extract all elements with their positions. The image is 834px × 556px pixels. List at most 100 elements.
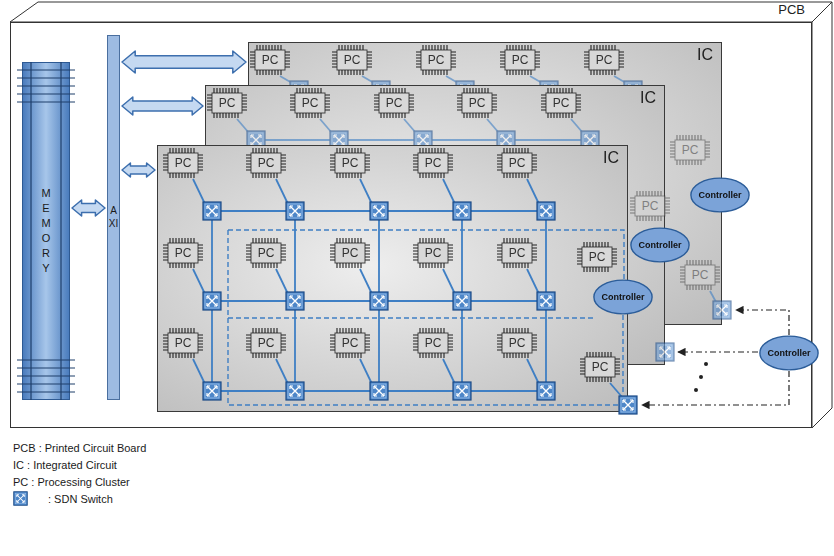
processing-cluster: PC: [331, 44, 373, 76]
memory-bank: MEMORY: [22, 62, 70, 400]
chip-body: [675, 140, 705, 160]
legend-item: : SDN Switch: [13, 490, 146, 507]
sdn-switch: [370, 382, 388, 400]
cluster-label: PC: [425, 336, 442, 350]
chip-pins: [413, 328, 453, 358]
network-link: [360, 179, 372, 204]
network-link: [276, 269, 288, 294]
controller-label: Controller: [698, 190, 741, 200]
chip-body: [251, 333, 281, 353]
cluster-label: PC: [342, 336, 359, 350]
chip-pins: [207, 88, 247, 118]
sdn-switch: [286, 202, 304, 220]
sdn-switch: [656, 343, 674, 361]
memory-line: [17, 62, 75, 400]
processing-cluster: PC: [415, 44, 457, 76]
sdn-switch: [713, 301, 731, 319]
sdn-switch: [537, 382, 555, 400]
chip-pins: [584, 45, 624, 75]
cluster-label: PC: [425, 246, 442, 260]
chip-pins: [330, 328, 370, 358]
chip-body: [335, 243, 365, 263]
network-link: [610, 383, 622, 397]
chip-body: [168, 243, 198, 263]
chip-pins: [670, 135, 710, 165]
sdn-switch: [203, 382, 221, 400]
chip-pins: [163, 238, 203, 268]
network-link: [193, 359, 205, 384]
chip-body: [585, 357, 615, 377]
network-link: [193, 269, 205, 294]
cluster-label: PC: [258, 336, 275, 350]
part-label: PCB: [778, 2, 805, 17]
legend-item: PCB : Printed Circuit Board: [13, 439, 146, 456]
chip-pins: [290, 88, 330, 118]
chip-pins: [332, 45, 372, 75]
cluster-label: PC: [175, 156, 192, 170]
ellipsis-dot: [704, 362, 708, 366]
controller-label: Controller: [601, 292, 644, 302]
processing-cluster: PC: [412, 147, 454, 179]
chip-body: [418, 153, 448, 173]
processing-cluster: PC: [412, 327, 454, 359]
cluster-label: PC: [469, 96, 486, 110]
ellipsis-dot: [699, 375, 703, 379]
chip-pins: [541, 88, 581, 118]
cluster-label: PC: [512, 53, 529, 67]
sdn-switch: [203, 202, 221, 220]
processing-cluster: PC: [412, 237, 454, 269]
chip-body: [168, 333, 198, 353]
chip-body: [335, 333, 365, 353]
chip-body: [502, 333, 532, 353]
cluster-label: PC: [342, 246, 359, 260]
controller-ellipse: Controller: [690, 177, 750, 213]
chip-body: [212, 93, 242, 113]
controller-ellipse: Controller: [759, 335, 819, 371]
chip-body: [379, 93, 409, 113]
sdn-switch: [537, 202, 555, 220]
chip-body: [589, 50, 619, 70]
axi-bus: AXI: [107, 35, 120, 400]
network-link: [360, 269, 372, 294]
ellipsis-dot: [694, 388, 698, 392]
chip-pins: [250, 45, 290, 75]
chip-pins: [500, 45, 540, 75]
processing-cluster: PC: [579, 351, 621, 383]
legend-item: IC : Integrated Circuit: [13, 456, 146, 473]
cluster-label: PC: [425, 156, 442, 170]
controller-ellipse: Controller: [593, 279, 653, 315]
chip-pins: [246, 238, 286, 268]
chip-pins: [413, 238, 453, 268]
network-link: [527, 179, 539, 204]
chip-pins: [163, 148, 203, 178]
network-group: [193, 179, 637, 414]
chip-pins: [413, 148, 453, 178]
cluster-label: PC: [509, 246, 526, 260]
cluster-label: PC: [344, 53, 361, 67]
control-link: [678, 351, 758, 352]
processing-cluster: PC: [289, 87, 331, 119]
sdn-switch: [453, 202, 471, 220]
part-label: IC: [603, 149, 619, 167]
chip-pins: [246, 148, 286, 178]
network-link: [443, 179, 455, 204]
cluster-label: PC: [428, 53, 445, 67]
processing-cluster: PC: [679, 259, 721, 291]
cluster-label: PC: [553, 96, 570, 110]
chip-pins: [630, 191, 670, 221]
part-label: AXI: [109, 205, 119, 230]
control-path: [228, 230, 618, 405]
chip-body: [168, 153, 198, 173]
controller-ellipse-shape: [760, 336, 818, 370]
chip-body: [295, 93, 325, 113]
processing-cluster: PC: [576, 241, 618, 273]
processing-cluster: PC: [245, 327, 287, 359]
bus-arrow: [72, 200, 105, 216]
chip-body: [337, 50, 367, 70]
processing-cluster: PC: [162, 237, 204, 269]
cluster-label: PC: [589, 250, 606, 264]
sdn-switch: [370, 202, 388, 220]
processing-cluster: PC: [669, 134, 711, 166]
control-link: [642, 371, 789, 405]
processing-cluster: PC: [373, 87, 415, 119]
